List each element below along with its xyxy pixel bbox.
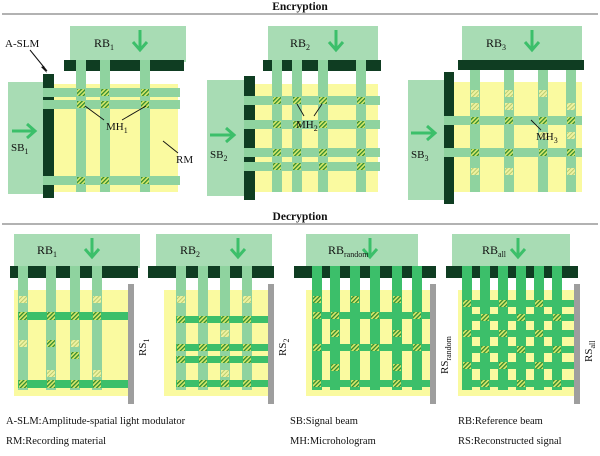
decryption-panel-4: RBall RSall: [446, 234, 597, 404]
mh1-pointers: [84, 105, 147, 121]
rb1-label: RB1: [37, 243, 57, 259]
aslm-vertical-gaps: [43, 88, 54, 185]
reconstructed-signal-bar: [128, 284, 134, 404]
sb1-label: SB1: [11, 142, 28, 156]
rb-down-arrow: [523, 30, 541, 53]
aslm-horizontal: [446, 266, 578, 278]
signal-beam-rows: [46, 88, 180, 185]
mh2-label: MH2: [296, 119, 318, 133]
reference-beam: [268, 26, 378, 62]
rb-all-label: RBall: [482, 243, 507, 259]
reference-beam: [156, 234, 272, 268]
microholograms: [463, 300, 561, 387]
rb-down-arrow: [509, 238, 527, 260]
microholograms: [273, 97, 365, 170]
signal-beam-rows: [446, 116, 582, 157]
reference-beam-columns: [18, 266, 102, 390]
aslm-horizontal: [64, 60, 184, 71]
aslm-horizontal-gaps: [76, 60, 150, 71]
rb-down-arrow: [229, 238, 247, 260]
rs1-label: RS1: [137, 339, 151, 356]
sb-right-arrow: [12, 122, 38, 140]
rb-down-arrow: [131, 30, 149, 53]
aslm-pointer-head: [41, 66, 47, 73]
microholograms: [77, 89, 149, 184]
encryption-heading: Encryption: [272, 1, 328, 13]
reconstructed-signal-bar: [268, 284, 274, 404]
rs-random-label: RSrandom: [439, 335, 453, 374]
rm-pointer: [162, 140, 179, 154]
rb1-label: RB1: [94, 36, 114, 52]
aslm-horizontal-gaps: [272, 60, 366, 71]
microholograms: [313, 296, 421, 387]
decryption-panel-3: RBrandom RSrandom: [294, 234, 453, 404]
old-microholograms: [177, 296, 251, 377]
mh2-pointers: [296, 103, 323, 117]
aslm-vertical: [43, 74, 54, 198]
reference-beam-columns: [176, 266, 252, 390]
rb-down-arrow: [327, 30, 345, 53]
mh3-label: MH3: [536, 131, 558, 145]
rb-down-arrow: [361, 238, 379, 260]
aslm-vertical-gaps: [244, 96, 255, 171]
decryption-panel-2: RB2 RS2: [148, 234, 291, 404]
reconstructed-signal-bar: [574, 284, 580, 404]
decryption-heading: Decryption: [273, 211, 329, 223]
legend-sb: SB:Signal beam: [290, 416, 358, 427]
encryption-panel-3: RB3 SB3 MH3: [408, 26, 584, 204]
legend-aslm: A-SLM:Amplitude-spatial light modulator: [6, 416, 186, 427]
signal-beam-rows: [245, 96, 380, 171]
legend-mh: MH:Microhologram: [290, 436, 376, 447]
signal-beam: [207, 80, 245, 196]
rb2-label: RB2: [290, 36, 310, 52]
reference-beam: [70, 26, 186, 62]
decryption-panel-1: RB1 RS1: [10, 234, 151, 404]
rs2-label: RS2: [277, 339, 291, 356]
reference-beam-columns: [312, 266, 422, 390]
aslm-vertical-gaps: [444, 116, 454, 157]
sb2-label: SB2: [210, 149, 227, 163]
reference-beam-columns: [462, 266, 562, 390]
encryption-panel-1: RB1 SB1 A-SLM MH1 RM: [5, 26, 193, 198]
microholograms: [177, 316, 251, 387]
rb3-label: RB3: [486, 36, 506, 52]
sb-right-arrow: [210, 126, 237, 144]
rs-all-label: RSall: [583, 340, 597, 362]
rb-random-label: RBrandom: [328, 243, 369, 259]
mh3-pointer: [530, 119, 542, 131]
microholograms: [471, 117, 575, 156]
legend-rs: RS:Reconstructed signal: [458, 436, 562, 447]
legend-rb: RB:Reference beam: [458, 416, 543, 427]
reconstructed-signal-bar: [430, 284, 436, 404]
aslm-horizontal: [148, 266, 274, 278]
aslm-horizontal: [458, 60, 584, 70]
old-microholograms: [19, 296, 101, 377]
aslm-vertical: [244, 76, 255, 200]
aslm-vertical: [444, 72, 454, 204]
reference-beam: [306, 234, 418, 268]
reference-beam: [462, 26, 582, 62]
mh1-label: MH1: [106, 121, 128, 135]
rm-label: RM: [176, 154, 193, 166]
old-microholograms: [471, 90, 575, 175]
aslm-label: A-SLM: [5, 38, 39, 50]
legend-rm: RM:Recording material: [6, 436, 107, 447]
sb3-label: SB3: [411, 149, 428, 163]
rb2-label: RB2: [180, 243, 200, 259]
microholograms: [19, 312, 101, 388]
sb-right-arrow: [411, 124, 438, 142]
reference-beam: [14, 234, 140, 268]
rb-down-arrow: [83, 238, 101, 260]
reference-beam-columns: [76, 62, 150, 192]
encryption-panel-2: RB2 SB2 MH2: [207, 26, 381, 200]
reference-beam-columns: [470, 70, 576, 192]
